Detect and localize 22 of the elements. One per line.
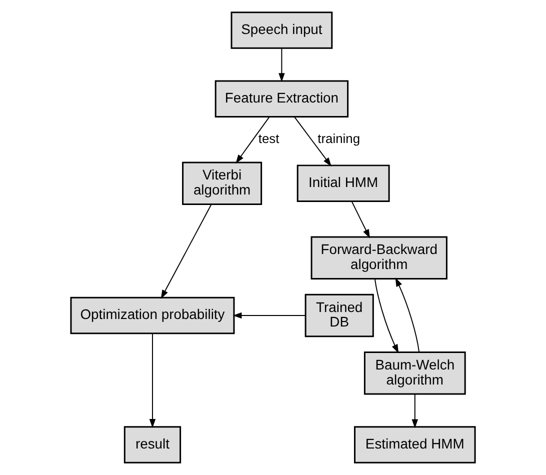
- node-box: Initial HMM: [296, 164, 390, 202]
- node-box: Viterbi algorithm: [182, 162, 262, 205]
- arrow: [395, 278, 420, 352]
- node-box: Baum-Welch algorithm: [364, 352, 466, 395]
- node-box: result: [124, 426, 182, 464]
- arrow: [351, 201, 370, 238]
- edge-label: training: [318, 130, 360, 146]
- arrow: [236, 116, 270, 164]
- arrow: [149, 333, 156, 428]
- arrow: [160, 204, 212, 299]
- edge-label: test: [258, 130, 280, 146]
- node-box: Feature Extraction: [214, 80, 349, 118]
- arrow: [374, 278, 399, 354]
- node-box: Speech input: [230, 12, 333, 49]
- arrow: [294, 116, 332, 166]
- node-box: Optimization probability: [70, 296, 235, 334]
- arrow: [232, 312, 306, 319]
- node-box: Forward-Backward algorithm: [310, 236, 448, 280]
- node-box: Trained DB: [304, 294, 374, 338]
- arrow: [412, 394, 418, 428]
- node-box: Estimated HMM: [354, 426, 476, 464]
- arrow: [278, 48, 285, 82]
